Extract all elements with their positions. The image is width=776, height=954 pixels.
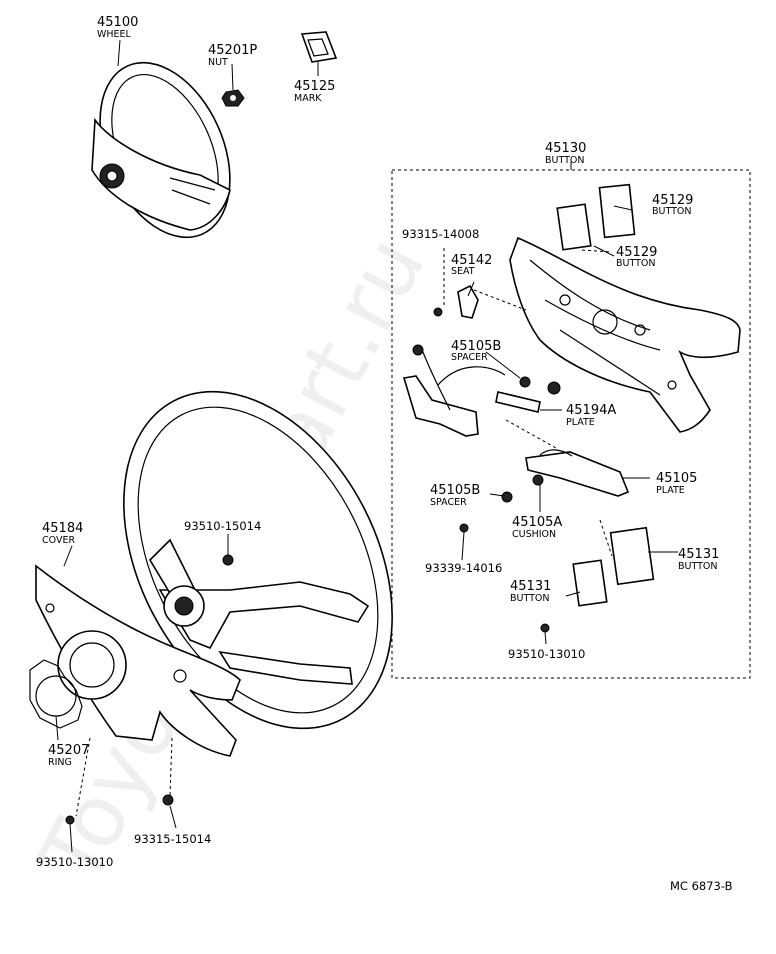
part-name-wheel: WHEEL: [97, 29, 132, 40]
small-wheel-illustration: [91, 61, 231, 239]
mark-illustration: [300, 31, 338, 63]
part-number-45142: 45142: [451, 253, 492, 268]
part-number-45131: 45131: [510, 579, 551, 594]
plate-illustration: [402, 375, 479, 437]
part-number-93510-15014: 93510-15014: [184, 519, 261, 533]
part-name-cover: COVER: [42, 535, 75, 546]
part-number-45207: 45207: [48, 743, 89, 758]
part-name-button: BUTTON: [616, 258, 656, 269]
part-name-plate: PLATE: [656, 485, 685, 496]
button-block-illustration: [598, 183, 636, 239]
plate-illustration: [495, 391, 541, 413]
part-name-button: BUTTON: [652, 206, 692, 217]
part-name-spacer: SPACER: [430, 497, 467, 508]
part-name-button: BUTTON: [678, 561, 718, 572]
button-pad-illustration: [509, 236, 741, 433]
seat-illustration: [457, 284, 479, 319]
diagram-code: MC 6873-B: [670, 879, 733, 893]
button-plate-illustration: [556, 203, 592, 251]
part-name-button: BUTTON: [545, 155, 585, 166]
nut-illustration: [221, 89, 245, 107]
plate-illustration: [525, 451, 630, 497]
part-name-seat: SEAT: [451, 266, 475, 277]
part-number-93510-13010: 93510-13010: [36, 855, 113, 869]
part-number-45184: 45184: [42, 521, 83, 536]
part-name-cushion: CUSHION: [512, 529, 556, 540]
button-assembly-frame: [391, 169, 751, 679]
part-number-93339-14016: 93339-14016: [425, 561, 502, 575]
part-number-45105b: 45105B: [451, 339, 501, 354]
part-number-45129: 45129: [616, 245, 657, 260]
part-number-93315-15014: 93315-15014: [134, 832, 211, 846]
part-number-45129: 45129: [652, 193, 693, 208]
part-name-button: BUTTON: [510, 593, 550, 604]
part-name-mark: MARK: [294, 93, 322, 104]
part-number-45100: 45100: [97, 15, 138, 30]
part-number-45105a: 45105A: [512, 515, 562, 530]
part-number-45194a: 45194A: [566, 403, 616, 418]
part-number-45105: 45105: [656, 471, 697, 486]
part-name-nut: NUT: [208, 57, 228, 68]
part-number-45105b: 45105B: [430, 483, 480, 498]
part-name-plate: PLATE: [566, 417, 595, 428]
cover-illustration: [35, 564, 241, 757]
large-wheel-illustration: [123, 390, 393, 730]
part-number-45125: 45125: [294, 79, 335, 94]
part-number-45131: 45131: [678, 547, 719, 562]
part-name-spacer: SPACER: [451, 352, 488, 363]
part-number-93510-13010: 93510-13010: [508, 647, 585, 661]
part-number-45201p: 45201P: [208, 43, 257, 58]
button-plate-illustration: [572, 559, 608, 607]
part-number-93315-14008: 93315-14008: [402, 227, 479, 241]
part-number-45130: 45130: [545, 141, 586, 156]
button-block-illustration: [609, 526, 655, 586]
part-name-ring: RING: [48, 757, 72, 768]
